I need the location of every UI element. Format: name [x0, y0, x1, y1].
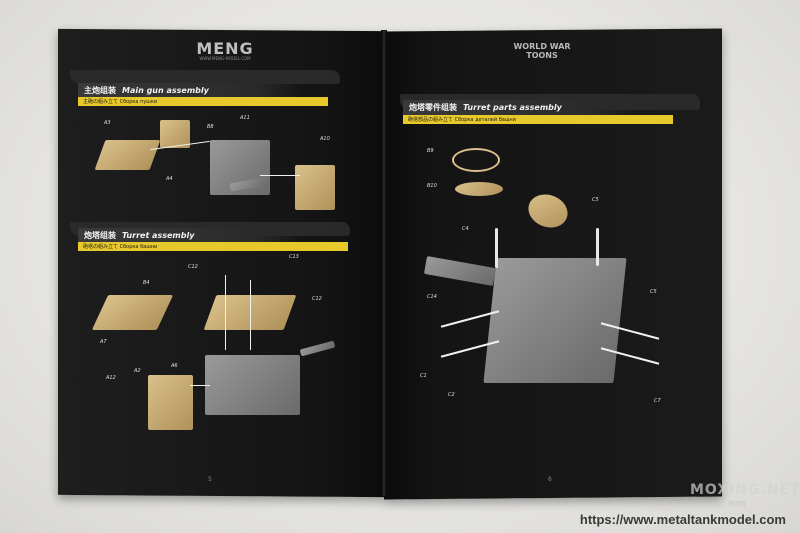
part-label: B10 — [427, 183, 437, 189]
book-spine — [381, 30, 387, 496]
title-cn: 炮塔零件组装 — [409, 103, 457, 112]
part-label: A2 — [134, 368, 141, 374]
part-label: C4 — [462, 226, 469, 232]
part-label: B9 — [427, 148, 434, 154]
assembly-arrow — [190, 385, 210, 386]
part-label: B8 — [207, 124, 214, 130]
grab-handle-c4 — [495, 228, 498, 268]
turret-rear-plate — [148, 375, 193, 430]
grab-handle-c5 — [596, 228, 599, 266]
section-subtitle-main-gun: 主砲の組み立て Сборка пушки — [78, 97, 328, 106]
brush-stroke — [70, 70, 340, 84]
gun-mantlet-part — [94, 140, 161, 170]
part-label: C14 — [427, 294, 437, 300]
assembly-arrow — [260, 175, 300, 176]
turret-body-large — [483, 258, 627, 383]
part-label: A10 — [320, 136, 330, 142]
part-label: B4 — [143, 280, 150, 286]
watermark-brand-sub: 模型网 — [728, 501, 747, 508]
hatch-handwheel — [452, 148, 500, 172]
part-label: C2 — [448, 392, 455, 398]
part-label: C12 — [188, 264, 198, 270]
part-label: C5 — [650, 289, 657, 295]
meng-logo-url: WWW.MENG-MODEL.COM — [199, 56, 251, 61]
part-label: C5 — [592, 197, 599, 203]
section-title-turret-assembly: 炮塔组装 Turret assembly — [78, 228, 300, 243]
world-war-toons-logo: WORLD WAR TOONS — [513, 42, 571, 60]
title-cn: 炮塔组装 — [84, 231, 116, 240]
part-label: A7 — [100, 339, 107, 345]
assembly-arrow — [250, 280, 251, 350]
turret-body — [205, 355, 300, 415]
part-label: A4 — [166, 176, 173, 182]
assembly-arrow — [225, 275, 226, 350]
meng-logo: MENG — [196, 39, 254, 58]
title-en: Turret assembly — [122, 231, 195, 240]
part-label: A12 — [106, 375, 116, 381]
section-subtitle-turret-assembly: 砲塔の組み立て Сборка башни — [78, 242, 348, 251]
gun-cradle-part — [295, 165, 335, 210]
hatch-ring — [455, 182, 503, 196]
part-label: A6 — [171, 363, 178, 369]
watermark-brand: MOXING.NET — [690, 482, 800, 498]
page-number-right: 6 — [548, 476, 552, 483]
part-label: C13 — [289, 254, 299, 260]
page-number-left: 5 — [208, 476, 212, 483]
title-en: Main gun assembly — [122, 86, 209, 95]
title-en: Turret parts assembly — [463, 103, 562, 112]
part-label: C12 — [312, 296, 322, 302]
section-title-main-gun: 主炮组装 Main gun assembly — [78, 83, 300, 98]
part-label: A11 — [240, 115, 250, 121]
part-label: A3 — [104, 120, 111, 126]
section-title-turret-parts: 炮塔零件组装 Turret parts assembly — [403, 100, 635, 115]
part-label: C1 — [420, 373, 427, 379]
title-cn: 主炮组装 — [84, 86, 116, 95]
part-label: C7 — [654, 398, 661, 404]
section-subtitle-turret-parts: 砲塔部品の組み立て Сборка деталей башни — [403, 115, 673, 124]
watermark-url: https://www.metaltankmodel.com — [579, 512, 786, 527]
